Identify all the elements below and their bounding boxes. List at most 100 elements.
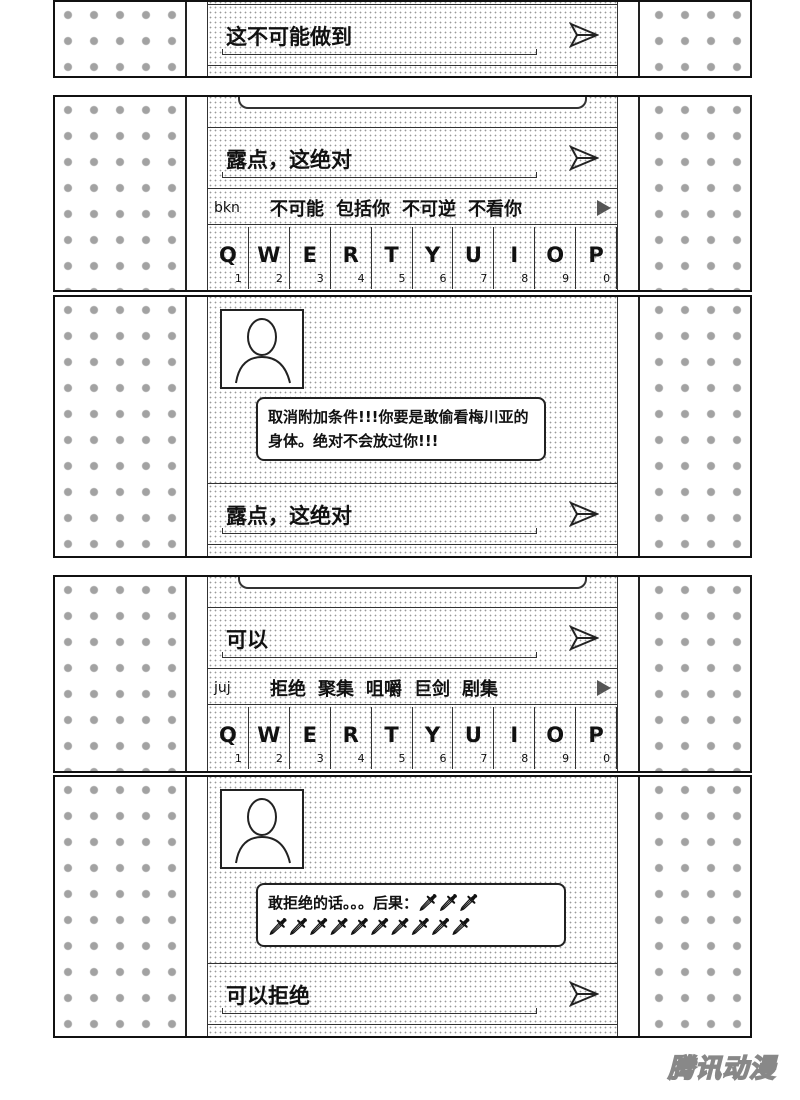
key-number: 1 [234,752,242,765]
key-number: 8 [521,752,529,765]
key-letter: P [588,243,604,267]
candidate[interactable]: 不可逆 [402,198,456,220]
key-letter: Q [219,243,237,267]
sword-icon: 🗡 [389,917,411,936]
candidate[interactable]: 剧集 [462,678,498,700]
key-letter: R [342,723,359,747]
halftone-dots [620,777,750,1036]
pinyin: bkn [214,199,240,216]
candidate[interactable]: 咀嚼 [366,678,402,700]
panel-5: 敢拒绝的话。。。后果：🗡🗡🗡🗡🗡🗡🗡🗡🗡🗡🗡🗡🗡 可以拒绝 [53,775,752,1038]
more-arrow-icon[interactable] [597,199,611,216]
key-letter: R [342,243,359,267]
candidate[interactable]: 不看你 [468,198,522,220]
send-icon[interactable] [569,500,599,528]
key-letter: T [384,723,399,747]
key-number: 2 [275,752,283,765]
input-text: 这不可能做到 [226,25,352,49]
key-number: 5 [398,752,406,765]
input-text: 可以 [226,628,268,652]
send-icon[interactable] [569,980,599,1008]
key-number: 7 [480,272,488,285]
sword-icon: 🗡 [438,893,459,912]
candidate[interactable]: 聚集 [318,678,354,700]
key-number: 2 [275,272,283,285]
avatar [220,309,304,389]
input-underline [222,49,537,55]
send-icon[interactable] [569,21,599,49]
message-input[interactable]: 露点，这绝对 [208,127,617,189]
message-input[interactable]: 这不可能做到 [208,4,617,66]
candidate[interactable]: 包括你 [336,198,390,220]
key-number: 0 [603,752,611,765]
key-letter: I [510,723,519,747]
message-input[interactable]: 露点，这绝对 [208,483,617,545]
key-number: 6 [439,752,447,765]
input-underline [222,172,537,178]
sword-icon: 🗡 [268,917,289,936]
key-letter: Q [219,723,237,747]
message-input[interactable]: 可以拒绝 [208,963,617,1025]
send-icon[interactable] [569,144,599,172]
avatar [220,789,304,869]
candidate[interactable]: 拒绝 [270,678,306,700]
watermark: 腾讯动漫 [667,1053,776,1085]
halftone-dots [55,97,185,290]
key-letter: U [464,723,482,747]
input-underline [222,1008,537,1014]
bubble-text: 敢拒绝的话。。。后果： [268,894,419,912]
sword-icon: 🗡 [458,893,479,912]
panel-3: 取消附加条件!!!你要是敢偷看梅川亚的身体。绝对不会放过你!!! 露点，这绝对 [53,295,752,558]
message-input[interactable]: 可以 [208,607,617,669]
key-letter: E [302,723,317,747]
key-number: 5 [398,272,406,285]
halftone-dots [55,777,185,1036]
send-icon[interactable] [569,624,599,652]
halftone-dots [620,97,750,290]
sword-icon: 🗡 [450,917,472,936]
key-number: 3 [316,752,324,765]
phone: 敢拒绝的话。。。后果：🗡🗡🗡🗡🗡🗡🗡🗡🗡🗡🗡🗡🗡 可以拒绝 [185,777,640,1036]
halftone-dots [55,577,185,771]
key-letter: O [546,243,565,267]
chat-bubble-edge [238,577,587,589]
sword-icon: 🗡 [349,917,370,936]
sword-icon: 🗡 [418,893,439,912]
key-number: 4 [357,272,365,285]
key-number: 7 [480,752,488,765]
key-number: 0 [603,272,611,285]
more-arrow-icon[interactable] [597,679,611,696]
candidate[interactable]: 巨剑 [414,678,450,700]
input-text: 露点，这绝对 [226,504,352,528]
candidate[interactable]: 不可能 [270,198,324,220]
phone: 取消附加条件!!!你要是敢偷看梅川亚的身体。绝对不会放过你!!! 露点，这绝对 [185,297,640,556]
input-underline [222,528,537,534]
sword-icon: 🗡 [288,917,309,936]
halftone-dots [55,297,185,556]
pinyin: juj [214,679,231,696]
chat-bubble: 取消附加条件!!!你要是敢偷看梅川亚的身体。绝对不会放过你!!! [256,397,546,461]
